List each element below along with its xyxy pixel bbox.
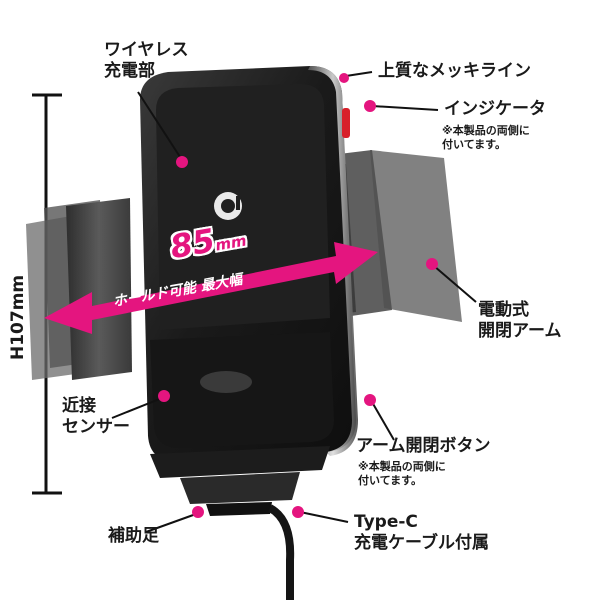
- label-proximity-sensor: 近接 センサー: [62, 396, 130, 437]
- device-body: [140, 66, 358, 462]
- note-arm-button: ※本製品の両側に 付いてます。: [358, 460, 446, 487]
- label-cable: Type-C 充電ケーブル付属: [354, 512, 489, 553]
- label-support-foot: 補助足: [108, 526, 159, 546]
- left-arm-ghost: [26, 198, 132, 380]
- indicator-light: [342, 108, 350, 138]
- leader-lines: [111, 71, 477, 533]
- note-indicator: ※本製品の両側に 付いてます。: [442, 124, 530, 151]
- label-indicator: インジケータ: [444, 99, 546, 119]
- max-width-number: 85: [167, 221, 218, 267]
- proximity-sensor-window: [200, 371, 252, 393]
- type-c-cable: [267, 504, 295, 600]
- label-arm-button: アーム開閉ボタン: [356, 436, 491, 456]
- height-dimension-label: H107mm: [8, 274, 28, 360]
- max-width-unit: mm: [213, 231, 248, 255]
- support-foot: [150, 446, 330, 516]
- width-arrow: [44, 242, 378, 334]
- label-plating-line: 上質なメッキライン: [378, 61, 531, 81]
- label-electric-arm: 電動式 開閉アーム: [478, 300, 562, 341]
- label-wireless-charger: ワイヤレス 充電部: [104, 40, 189, 81]
